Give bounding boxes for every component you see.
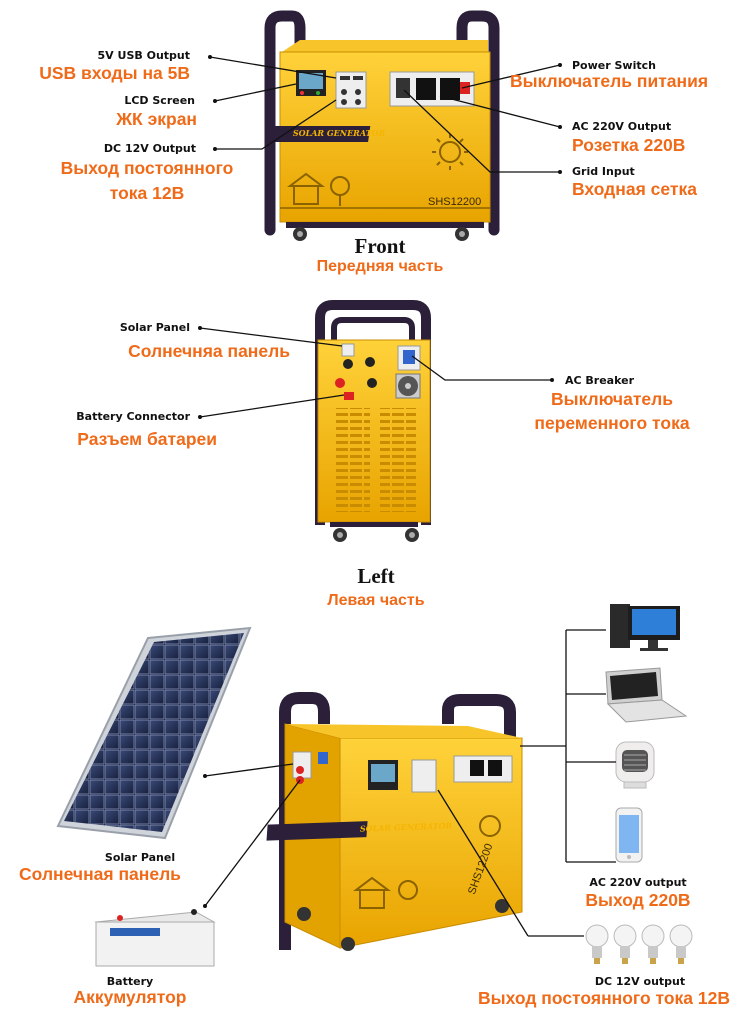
dc-output-label-ru-2: тока 12В xyxy=(109,183,185,203)
left-title: Left xyxy=(357,564,395,588)
front-model-label: SHS12200 xyxy=(428,196,482,208)
ac-output-label: AC 220V Output xyxy=(572,120,672,133)
front-title: Front xyxy=(354,234,406,258)
left-solar-panel-label-ru: Солнечняа панель xyxy=(128,341,290,361)
grid-input-label: Grid Input xyxy=(572,165,635,178)
left-unit-image xyxy=(315,300,431,542)
left-solar-panel-label: Solar Panel xyxy=(119,321,190,334)
battery-connector-label: Battery Connector xyxy=(76,410,190,423)
laptop-image xyxy=(605,667,688,723)
usb-output-label: 5V USB Output xyxy=(97,49,190,62)
battery-label: Battery xyxy=(106,975,154,988)
ac-output-label-ru: Розетка 220В xyxy=(572,135,686,155)
system-solar-panel-label-ru: Солнечная панель xyxy=(19,864,181,884)
ac-220v-output-label-ru: Выход 220В xyxy=(585,890,691,910)
heater-image xyxy=(615,741,655,789)
front-title-ru: Передняя часть xyxy=(316,258,444,275)
ac-breaker-label: AC Breaker xyxy=(565,374,635,387)
front-unit-image xyxy=(264,10,500,241)
ac-breaker-label-ru-1: Выключатель xyxy=(550,389,674,409)
system-connection-lines xyxy=(204,629,616,937)
ac-220v-output-label: AC 220V output xyxy=(589,876,687,889)
system-solar-panel-label: Solar Panel xyxy=(104,851,176,864)
dc-output-label-ru-1: Выход постоянного xyxy=(60,158,234,178)
power-switch-label: Power Switch xyxy=(572,59,656,72)
dc-12v-output-label: DC 12V output xyxy=(594,975,686,988)
lcd-screen-label: LCD Screen xyxy=(124,94,195,107)
led-bulbs-image xyxy=(585,924,693,964)
smartphone-image xyxy=(615,807,643,863)
dc-12v-output-label-ru: Выход постоянного тока 12В xyxy=(477,988,730,1008)
front-banner-label: SOLAR GENERATOR xyxy=(292,128,386,138)
lcd-screen-label-ru: ЖК экран xyxy=(116,109,197,129)
desktop-pc-image xyxy=(610,604,680,651)
battery-image xyxy=(94,909,216,967)
ac-breaker-label-ru-2: переменного тока xyxy=(534,413,690,433)
left-leader-lines xyxy=(199,327,552,418)
left-title-ru: Левая часть xyxy=(327,592,425,609)
solar-panel-image xyxy=(56,626,252,840)
usb-output-label-ru: USB входы на 5В xyxy=(39,63,190,83)
battery-connector-label-ru: Разъем батареи xyxy=(77,429,217,449)
power-switch-label-ru: Выключатель питания xyxy=(510,71,709,91)
front-leader-lines xyxy=(209,56,561,173)
grid-input-label-ru: Входная сетка xyxy=(572,179,697,199)
battery-label-ru: Аккумулятор xyxy=(73,987,187,1007)
dc-output-label: DC 12V Output xyxy=(103,142,196,155)
